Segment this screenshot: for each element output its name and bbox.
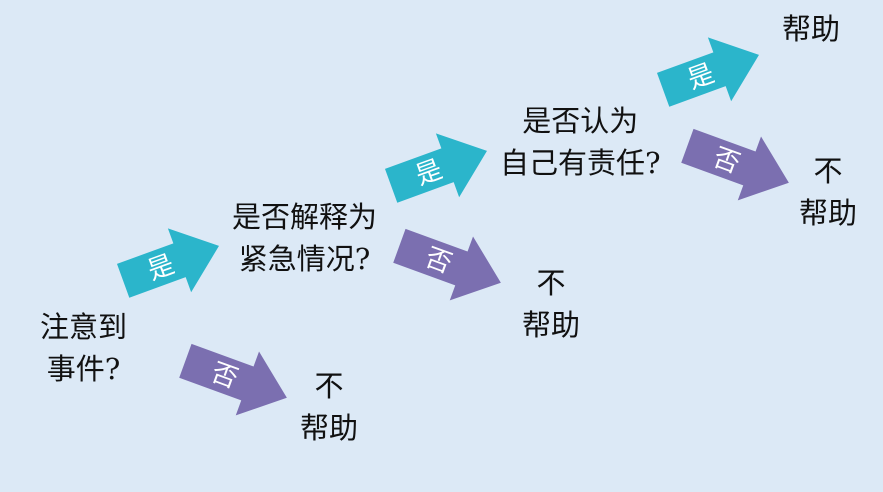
question-responsibility-line2: 自己有责任? <box>500 146 661 181</box>
outcome-no-help-2-line2: 帮助 <box>522 308 581 343</box>
outcome-no-help-2-line1: 不 <box>536 266 566 300</box>
no-arrow-3: 否 <box>681 128 789 201</box>
outcome-no-help-1: 不 帮助 <box>300 365 358 449</box>
question-notice-event-line2: 事件? <box>46 352 121 387</box>
outcome-no-help-2: 不 帮助 <box>522 262 580 346</box>
outcome-no-help-3-line2: 帮助 <box>799 196 858 231</box>
outcome-help-line1: 帮助 <box>782 12 841 46</box>
outcome-no-help-1-line2: 帮助 <box>300 411 359 446</box>
no-arrow-2: 否 <box>393 228 501 301</box>
outcome-no-help-1-line1: 不 <box>314 369 344 403</box>
yes-arrow-2: 是 <box>384 133 487 203</box>
no-arrow-1: 否 <box>179 343 287 416</box>
question-notice-event-line1: 注意到 <box>40 310 128 344</box>
yes-arrow-1: 是 <box>116 228 219 298</box>
outcome-no-help-3-line1: 不 <box>813 154 843 188</box>
yes-arrow-3: 是 <box>656 37 759 107</box>
question-responsibility: 是否认为 自己有责任? <box>500 100 661 184</box>
outcome-help: 帮助 <box>782 8 840 50</box>
question-emergency: 是否解释为 紧急情况? <box>232 196 377 280</box>
question-responsibility-line1: 是否认为 <box>522 104 639 138</box>
outcome-no-help-3: 不 帮助 <box>799 150 857 234</box>
question-notice-event: 注意到 事件? <box>40 306 127 390</box>
question-emergency-line1: 是否解释为 <box>232 200 378 234</box>
question-emergency-line2: 紧急情况? <box>238 242 371 277</box>
